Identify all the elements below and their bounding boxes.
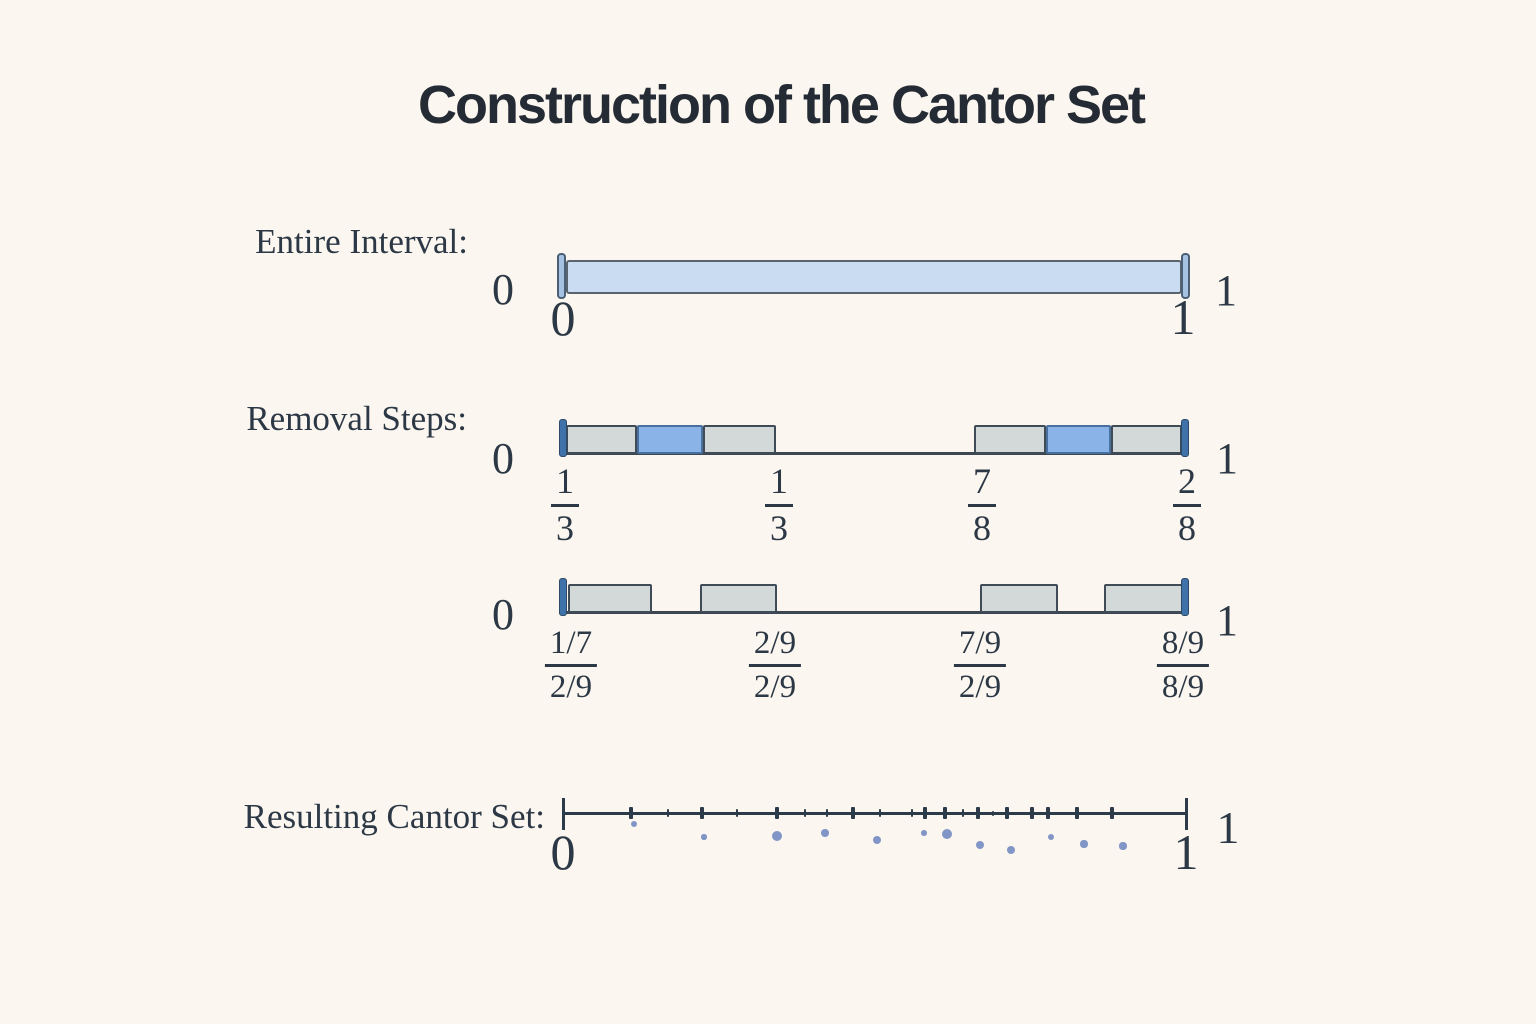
cantor-tick: [878, 809, 882, 818]
step1-segment: [1111, 425, 1182, 454]
interval-start-label: 0: [550, 290, 576, 346]
cantor-tick: [666, 809, 670, 818]
fraction-denominator: 3: [770, 507, 788, 548]
fraction-numerator: 2: [1173, 462, 1201, 507]
cantor-dot: [976, 841, 984, 849]
cantor-right-value: 1: [1216, 802, 1240, 853]
cantor-dot: [921, 830, 927, 836]
step2-left-value: 0: [492, 590, 514, 639]
step1-endcap: [559, 419, 567, 457]
interval-endcap: [557, 253, 566, 299]
cantor-dot: [1119, 842, 1127, 850]
cantor-dot: [942, 829, 952, 839]
step2-segment: [568, 584, 652, 613]
fraction-denominator: 8: [1178, 507, 1196, 548]
fraction-numerator: 1: [551, 462, 579, 507]
cantor-tick: [1110, 807, 1114, 820]
cantor-tick: [910, 809, 914, 818]
cantor-tick: [923, 807, 927, 820]
cantor-dot: [630, 820, 638, 828]
step2-segment: [700, 584, 777, 613]
cantor-line-endcap: [1185, 798, 1188, 830]
step2-endcap: [1181, 578, 1189, 616]
step1-segment: [1046, 425, 1111, 454]
cantor-tick: [1005, 807, 1009, 820]
step1-segment: [974, 425, 1046, 454]
cantor-tick: [976, 807, 980, 820]
step2-right-value: 1: [1216, 596, 1238, 645]
step2-endcap: [559, 578, 567, 616]
removal-steps-label: Removal Steps:: [246, 399, 467, 438]
cantor-tick: [961, 809, 965, 818]
fraction-denominator: 8: [973, 507, 991, 548]
fraction-denominator: 2/9: [753, 668, 797, 705]
cantor-tick: [992, 810, 994, 816]
cantor-dot: [1080, 840, 1088, 848]
fraction-numerator: 1: [765, 462, 793, 507]
cantor-tick: [943, 807, 947, 820]
cantor-tick: [775, 807, 779, 820]
step1-endcap: [1181, 419, 1189, 457]
cantor-line-endcap: [562, 798, 565, 830]
cantor-dot: [1006, 845, 1016, 855]
cantor-tick: [1030, 807, 1034, 820]
cantor-tick: [825, 809, 829, 818]
interval-right-value: 1: [1215, 266, 1237, 315]
step1-left-value: 0: [492, 434, 514, 483]
cantor-tick: [1046, 807, 1050, 820]
fraction-denominator: 2/9: [549, 668, 593, 705]
fraction-denominator: 2/9: [958, 668, 1002, 705]
entire-interval-label: Entire Interval:: [255, 222, 468, 261]
cantor-tick: [629, 807, 633, 820]
step2-segment: [1104, 584, 1183, 613]
step1-baseline: [563, 452, 1186, 455]
cantor-dot: [701, 834, 707, 840]
fraction-denominator: 8/9: [1161, 668, 1205, 705]
page-title: Construction of the Cantor Set: [418, 75, 1146, 135]
interval-left-value: 0: [492, 265, 514, 314]
step2-baseline: [563, 611, 1186, 614]
cantor-start-label: 0: [550, 824, 576, 880]
cantor-dot: [872, 835, 882, 845]
interval-endcap: [1181, 253, 1190, 299]
step1-segment: [637, 425, 703, 454]
fraction-denominator: 3: [556, 507, 574, 548]
fraction-numerator: 8/9: [1156, 626, 1210, 667]
cantor-end-label: 1: [1173, 824, 1199, 880]
fraction-numerator: 7/9: [953, 626, 1007, 667]
step2-segment: [980, 584, 1058, 613]
step1-right-value: 1: [1216, 434, 1238, 483]
cantor-dot: [821, 829, 829, 837]
cantor-tick: [700, 807, 704, 820]
resulting-cantor-set-label: Resulting Cantor Set:: [243, 797, 545, 836]
fraction-numerator: 1/7: [544, 626, 598, 667]
step1-segment: [703, 425, 776, 454]
fraction-numerator: 7: [968, 462, 996, 507]
cantor-tick: [803, 809, 807, 818]
interval-end-label: 1: [1170, 289, 1196, 345]
step1-segment: [566, 425, 637, 454]
cantor-dot: [1048, 834, 1054, 840]
cantor-dot: [771, 830, 783, 842]
interval-bar: [566, 260, 1182, 294]
cantor-number-line: [563, 812, 1186, 815]
cantor-tick: [1075, 807, 1079, 820]
cantor-tick: [735, 809, 739, 818]
fraction-numerator: 2/9: [748, 626, 802, 667]
cantor-tick: [851, 807, 855, 820]
